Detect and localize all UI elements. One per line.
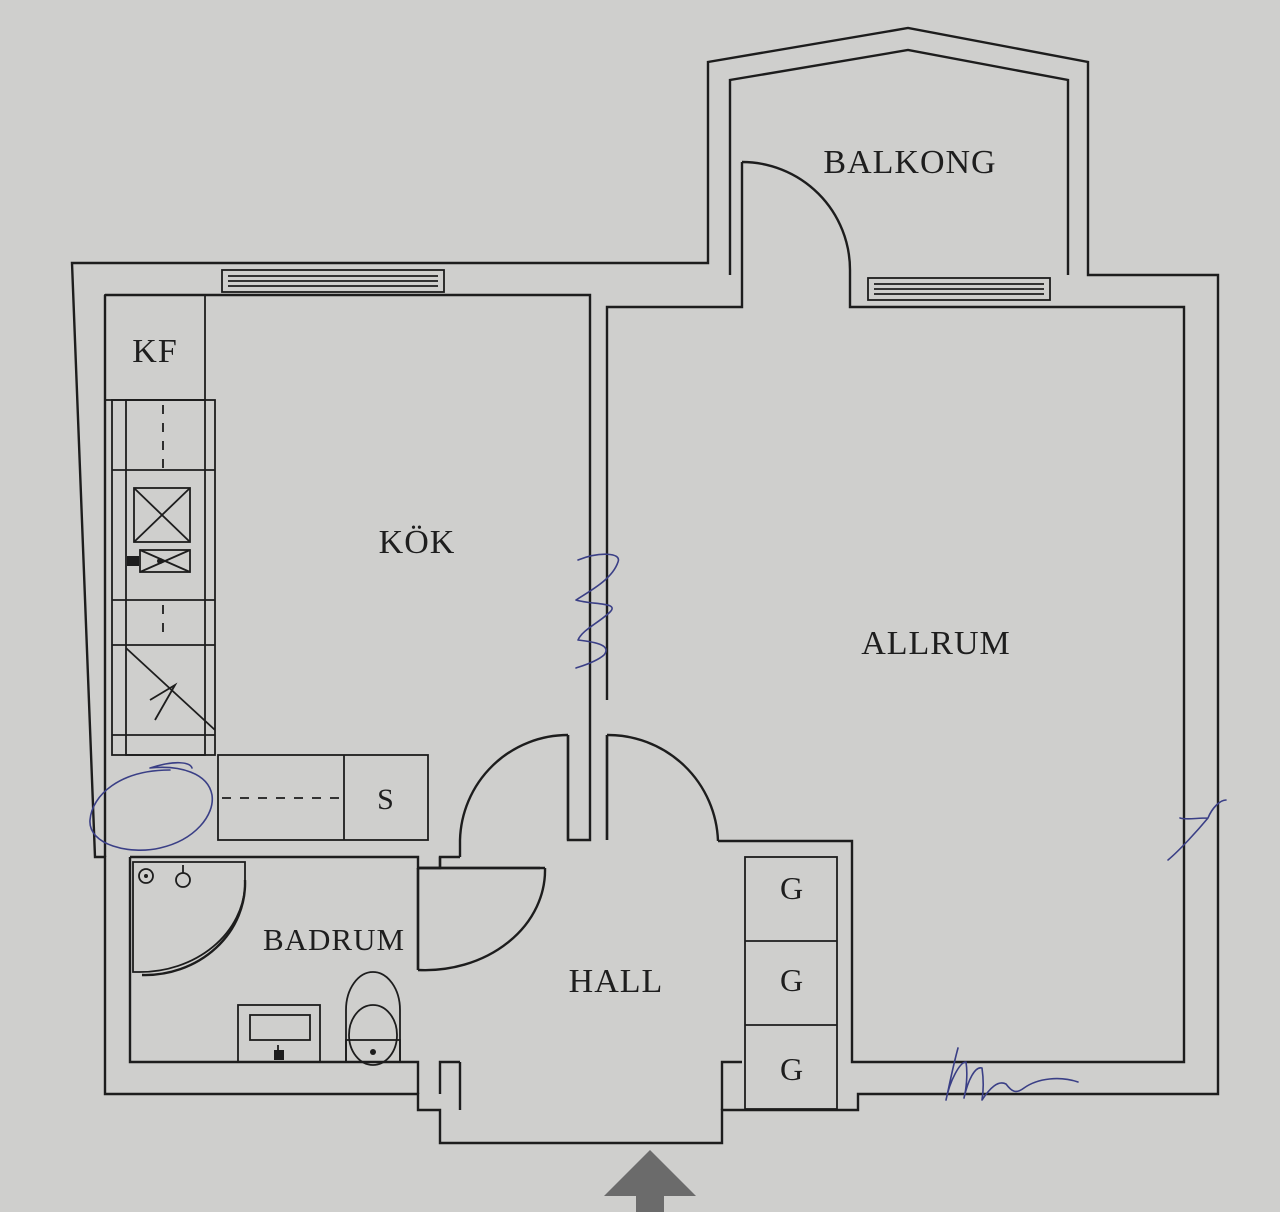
wardrobes xyxy=(744,856,838,1110)
label-kok: KÖK xyxy=(379,524,456,561)
toilet-icon xyxy=(345,971,401,1066)
kitchen-counter xyxy=(104,294,216,756)
window-living-room xyxy=(867,277,1051,301)
label-g-3: G xyxy=(780,1051,804,1087)
door-bathroom xyxy=(416,866,547,972)
label-kf: KF xyxy=(132,333,177,370)
door-living-room xyxy=(605,733,720,842)
entrance-arrow-icon xyxy=(604,1150,696,1212)
label-balkong: BALKONG xyxy=(823,144,996,181)
window-kitchen xyxy=(221,269,445,293)
label-allrum: ALLRUM xyxy=(861,625,1011,662)
washbasin-icon xyxy=(237,1004,321,1063)
label-g-1: G xyxy=(780,870,804,906)
label-g-2: G xyxy=(780,962,804,998)
label-badrum: BADRUM xyxy=(263,922,405,957)
shower-icon xyxy=(132,861,247,977)
door-balcony xyxy=(740,160,852,271)
label-s: S xyxy=(377,783,395,816)
dishwasher-icon xyxy=(125,647,216,731)
door-kitchen xyxy=(458,733,570,857)
storage-cabinet xyxy=(217,754,429,841)
pen-annotations xyxy=(89,553,1227,1101)
sink-icon xyxy=(127,487,191,573)
label-hall: HALL xyxy=(569,963,664,1000)
